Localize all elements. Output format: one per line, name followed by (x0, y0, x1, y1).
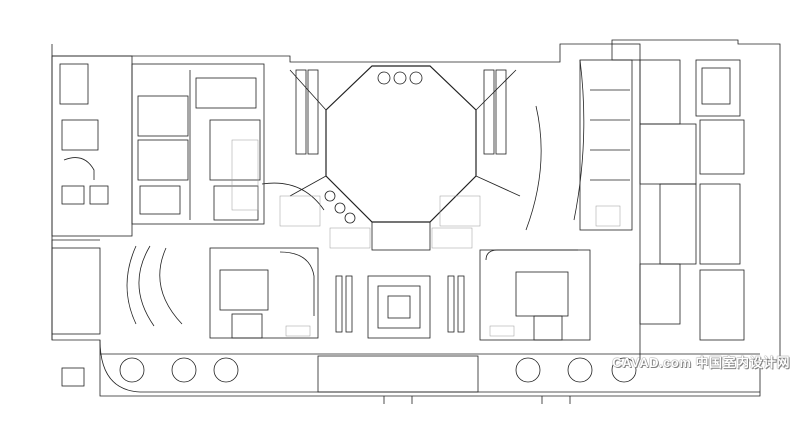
left-escalators (295, 69, 319, 155)
left-lower-core (209, 247, 319, 339)
right-escalators (483, 69, 507, 155)
right-retail-block (579, 59, 633, 231)
entrance-lobby (371, 221, 431, 251)
watermark-logo: CAVAD.com 中国室内设计网 (612, 355, 790, 370)
lower-frontage (99, 339, 760, 393)
curved-shopfront-left (138, 245, 155, 327)
right-lower-core (479, 249, 591, 341)
left-stair-block (51, 55, 133, 237)
left-core (131, 63, 265, 225)
central-kiosk (367, 275, 431, 339)
building-outline (51, 39, 781, 397)
central-atrium (325, 65, 477, 223)
